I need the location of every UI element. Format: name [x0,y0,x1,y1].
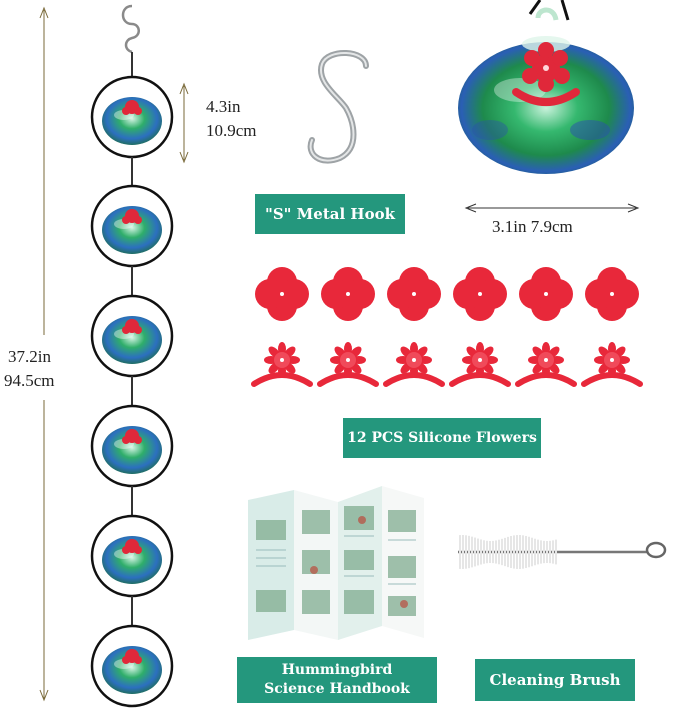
ring-feeder-unit [90,266,174,378]
cleaning-brush-image [458,535,667,569]
ring-feeder-unit [90,486,174,598]
silicone-flower-port [581,342,643,387]
brush-label: Cleaning Brush [489,671,621,689]
chain-length-cm: 94.5cm [4,371,55,390]
brush-badge: Cleaning Brush [475,659,635,701]
silicone-flower-cap [585,267,639,321]
ring-feeder-unit [90,157,174,268]
science-handbook-image [248,486,424,640]
feeder-height-cm: 10.9cm [206,121,257,140]
hook-badge: "S" Metal Hook [255,194,405,234]
ring-feeder-unit [90,376,174,488]
flowers-label: 12 PCS Silicone Flowers [347,430,537,446]
chain-length-in: 37.2in [8,347,51,366]
hook-label: "S" Metal Hook [265,205,395,223]
silicone-flower-cap [321,267,375,321]
silicone-flowers-set [251,267,643,387]
glass-feeder-closeup [458,0,634,174]
s-metal-hook-image [307,49,369,164]
feeder-height-in: 4.3in [206,97,241,116]
handbook-label-line1: Hummingbird [281,662,393,678]
silicone-flower-port [383,342,445,387]
feeder-width: 3.1in 7.9cm [492,217,573,236]
silicone-flower-port [251,342,313,387]
ring-feeder-unit [90,52,174,159]
handbook-badge: Hummingbird Science Handbook [237,657,437,703]
ring-feeder-unit [90,596,174,708]
silicone-flower-port [449,342,511,387]
hanging-feeder-chain [90,4,174,708]
silicone-flower-cap [255,267,309,321]
flowers-badge: 12 PCS Silicone Flowers [343,418,541,458]
silicone-flower-cap [453,267,507,321]
silicone-flower-cap [387,267,441,321]
silicone-flower-cap [519,267,573,321]
silicone-flower-port [317,342,379,387]
handbook-label-line2: Science Handbook [264,681,410,697]
silicone-flower-port [515,342,577,387]
